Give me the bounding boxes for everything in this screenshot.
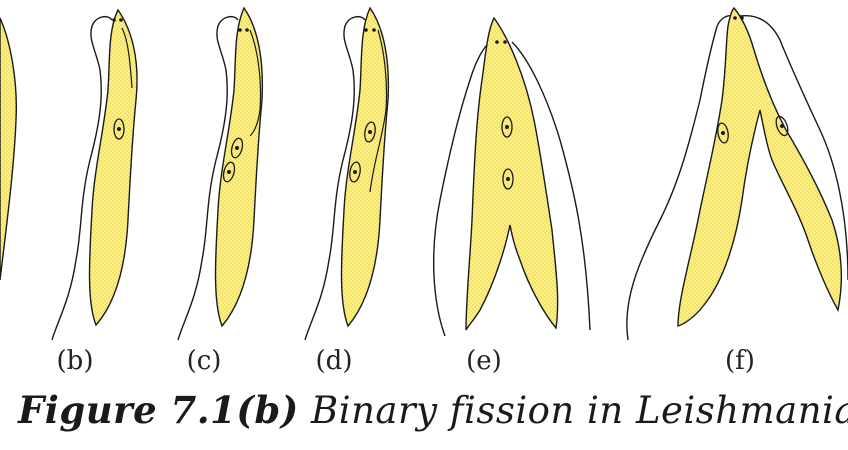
stage-c-label: (c)	[186, 346, 222, 376]
stage-d-cell	[304, 6, 390, 341]
stage-e-label: (e)	[466, 346, 502, 376]
stage-c-cell	[177, 6, 264, 341]
stage-a-partial-cell	[0, 17, 18, 281]
figure-number: Figure 7.1(b)	[18, 388, 299, 432]
figure-caption: Figure 7.1(b) Binary fission in Leishman…	[18, 388, 848, 432]
stage-b-cell	[51, 8, 138, 341]
stage-f-cells	[626, 6, 848, 341]
figure-caption-text: Binary fission in Leishmania	[311, 389, 848, 432]
stage-d-label: (d)	[315, 346, 353, 376]
leishmania-fission-diagram	[0, 6, 848, 341]
stage-b-label: (b)	[56, 346, 94, 376]
stage-e-cell	[432, 16, 591, 337]
stage-f-label: (f)	[725, 346, 755, 376]
